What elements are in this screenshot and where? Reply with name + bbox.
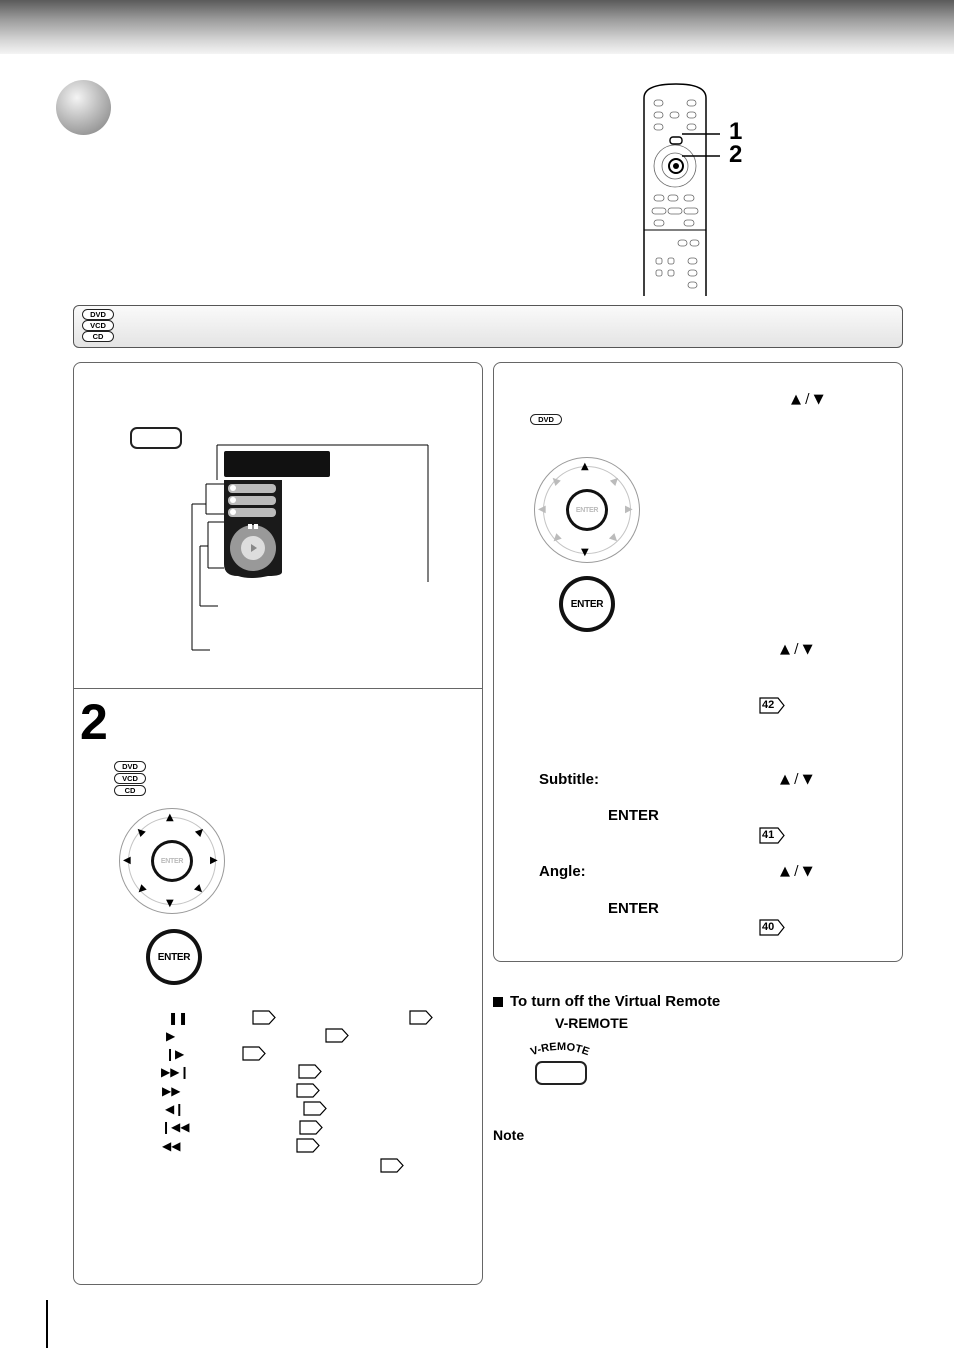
step-2-number: 2: [80, 694, 108, 750]
up-down-arrows-label: ▲ / ▼: [791, 392, 824, 407]
step-divider: [74, 688, 482, 689]
subtitle-enter-label: ENTER: [608, 807, 659, 824]
page-ref-icon: [409, 1010, 433, 1025]
virtual-remote-screen-icon: [191, 444, 429, 651]
subtitle-label: Subtitle:: [539, 771, 599, 788]
page-ref-icon: [252, 1010, 276, 1025]
page-ref-icon: [296, 1138, 320, 1153]
turn-off-heading: To turn off the Virtual Remote: [510, 993, 721, 1010]
up-down-arrows-label: ▲ / ▼: [780, 864, 813, 879]
dvd-disc-icon: DVD: [82, 309, 114, 320]
navigation-dial-icon: ENTER ▲ ▼ ◀ ▶ ▲ ▲ ▼ ▼: [119, 808, 225, 914]
square-bullet-icon: [493, 997, 503, 1007]
fast-forward-icon: ▶▶: [162, 1084, 181, 1098]
page-ref-icon: [299, 1120, 323, 1135]
section-marker-icon: [56, 80, 111, 135]
enter-button-icon: ENTER: [146, 929, 202, 985]
cd-disc-icon: CD: [82, 331, 114, 342]
page-ref-41: [759, 827, 785, 844]
play-icon: ▶: [166, 1029, 176, 1043]
up-down-arrows-label: ▲ / ▼: [780, 772, 813, 787]
header-band: [0, 0, 954, 54]
angle-label: Angle:: [539, 863, 586, 880]
page-ref-icon: [380, 1158, 404, 1173]
cd-disc-icon: CD: [114, 785, 146, 796]
pause-icon: ❚❚: [168, 1011, 189, 1025]
navigation-dial-icon: ENTER ▲ ▼ ◀ ▶ ▲ ▲ ▼ ▼: [534, 457, 640, 563]
v-remote-arc-label: V-REMOTE: [529, 1041, 591, 1058]
page-ref-icon: [325, 1028, 349, 1043]
page-ref-icon: [242, 1046, 266, 1061]
page-ref-40-label: 40: [762, 921, 775, 933]
disc-type-bar: DVD VCD CD: [73, 305, 903, 348]
page-ref-41-label: 41: [762, 829, 775, 841]
fast-reverse-icon: ◀◀: [162, 1139, 181, 1153]
v-remote-button-icon: [130, 427, 182, 449]
v-remote-label: V-REMOTE: [555, 1015, 629, 1031]
page-ref-42-label: 42: [762, 699, 775, 711]
page-margin-rule: [46, 1300, 48, 1348]
right-steps-panel: [493, 362, 903, 962]
page-ref-icon: [298, 1064, 322, 1079]
skip-back-icon: ❙◀◀: [161, 1120, 190, 1134]
up-down-arrows-label: ▲ / ▼: [780, 642, 813, 657]
dvd-disc-icon: DVD: [114, 761, 146, 772]
step-reverse-icon: ◀❙: [165, 1102, 185, 1116]
page-ref-icon: [296, 1083, 320, 1098]
remote-control-icon: [643, 83, 720, 296]
vcd-disc-icon: VCD: [82, 320, 114, 331]
svg-text:V-REMOTE: V-REMOTE: [529, 1041, 591, 1058]
skip-forward-icon: ▶▶❙: [161, 1065, 190, 1079]
enter-button-icon: ENTER: [559, 576, 615, 632]
callout-2: 2: [729, 141, 743, 168]
angle-enter-label: ENTER: [608, 900, 659, 917]
note-label: Note: [493, 1127, 525, 1143]
page-ref-icon: [303, 1101, 327, 1116]
dvd-disc-icon: DVD: [530, 414, 562, 425]
callout-1: 1: [729, 118, 743, 145]
vcd-disc-icon: VCD: [114, 773, 146, 784]
page-ref-40: [759, 919, 785, 936]
v-remote-button-icon: [535, 1061, 587, 1085]
page-ref-42: [759, 697, 785, 714]
step-forward-icon: ❙▶: [165, 1047, 185, 1061]
